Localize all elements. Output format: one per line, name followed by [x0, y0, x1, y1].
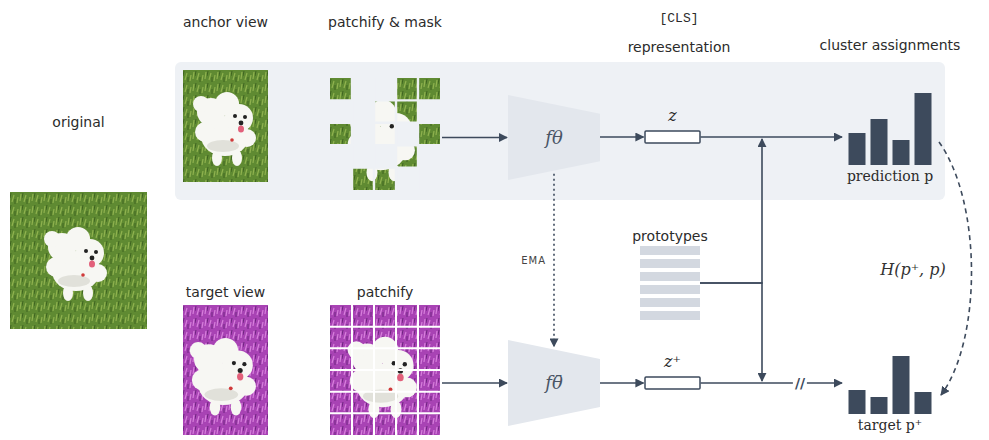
node-label: original	[52, 114, 104, 131]
node-label: fθ̄	[545, 372, 563, 394]
vector-bar	[645, 131, 700, 143]
node-label: fθ	[545, 127, 563, 149]
node-shape	[10, 112, 147, 330]
node-label: patchify & mask	[328, 14, 442, 31]
arrow-connector	[442, 382, 507, 384]
histogram: prediction p	[835, 92, 945, 192]
column-heading-holder: [CLS]	[659, 11, 698, 26]
node-label: prototypes	[632, 228, 708, 245]
node-shape	[178, 12, 273, 190]
image-panel: patchify	[322, 282, 448, 436]
arrow-connector	[553, 174, 555, 347]
histogram-bar	[915, 392, 932, 414]
arrow-connector	[442, 137, 507, 139]
target-photo	[183, 305, 268, 435]
prototype-bar	[640, 259, 700, 268]
node-label: z	[668, 106, 676, 125]
node-label: target view	[186, 284, 265, 301]
edge-label: H(p⁺, p)	[880, 259, 946, 278]
column-heading-holder: representation	[628, 39, 731, 55]
encoder-trapezoid: fθ̄	[508, 340, 600, 426]
arrow-connector	[700, 139, 762, 283]
encoder-shape	[508, 95, 600, 180]
histogram-bar	[849, 390, 866, 414]
prototype-stack: prototypes	[628, 226, 712, 326]
original-photo	[10, 192, 147, 329]
node-shape	[322, 282, 448, 436]
edge-label: EMA	[521, 255, 546, 266]
column-heading-holder: cluster assignments	[820, 37, 961, 53]
arrow-connector	[701, 382, 843, 384]
arrow-connector	[700, 283, 762, 381]
arrow-connector	[600, 136, 644, 138]
feature-vector: z⁺	[640, 351, 705, 391]
node-label: anchor view	[183, 14, 268, 31]
histogram-bar	[871, 397, 888, 414]
encoder-trapezoid: fθ	[508, 95, 600, 180]
prototype-bar	[640, 298, 700, 307]
column-heading: representation	[628, 39, 731, 55]
edge-label-holder: H(p⁺, p)	[880, 259, 946, 278]
prototype-bar	[640, 311, 700, 320]
feature-vector: z	[640, 105, 705, 145]
histogram-bar	[893, 356, 910, 414]
arrow-connector	[600, 382, 644, 384]
prototype-bar	[640, 272, 700, 281]
node-label: z⁺	[664, 352, 681, 371]
node-label: patchify	[357, 284, 413, 301]
prototype-bar	[640, 285, 700, 294]
histogram-bar	[893, 140, 910, 165]
node-shape	[178, 282, 273, 436]
image-panel: target view	[178, 282, 273, 436]
image-panel: anchor view	[178, 12, 273, 190]
masked-patches	[330, 78, 440, 190]
node-shape	[322, 12, 448, 190]
vector-bar	[645, 377, 700, 389]
edge-label-holder: EMA	[521, 255, 546, 266]
arrow-connector	[701, 136, 843, 138]
column-heading: cluster assignments	[820, 37, 961, 53]
histogram-bar	[849, 133, 866, 165]
image-panel: patchify & mask	[322, 12, 448, 190]
histogram: target p⁺	[835, 350, 945, 438]
target-patches	[330, 305, 440, 435]
prototype-bar	[640, 246, 700, 255]
anchor-band	[175, 62, 945, 200]
histogram-bar	[915, 93, 932, 165]
node-label: target p⁺	[858, 417, 922, 434]
histogram-bar	[871, 119, 888, 165]
image-panel: original	[10, 112, 147, 330]
encoder-shape	[508, 340, 600, 426]
column-heading: [CLS]	[659, 11, 698, 26]
edge-label: //	[793, 375, 807, 391]
edge-label-holder: //	[793, 375, 807, 391]
node-label: prediction p	[847, 168, 933, 185]
anchor-photo	[183, 70, 268, 182]
